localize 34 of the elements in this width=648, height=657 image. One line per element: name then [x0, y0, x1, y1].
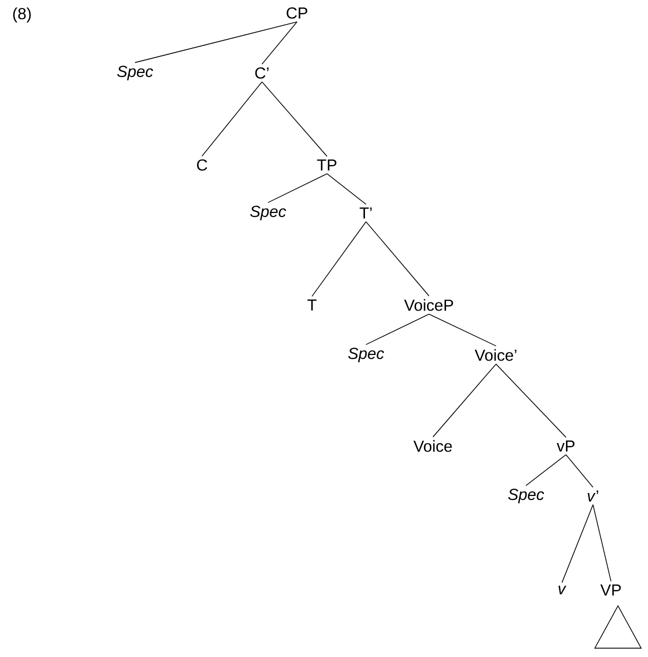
tree-label: CP [286, 7, 308, 19]
tree-label: v [558, 586, 566, 594]
tree-label: C [197, 159, 208, 171]
tree-label: Voice [413, 440, 452, 452]
tree-label: VoiceP [404, 299, 454, 311]
branch-line [432, 364, 496, 438]
example-number: (8) [13, 8, 31, 22]
tree-label: C’ [255, 67, 269, 79]
branch-line [262, 21, 298, 65]
branch-line [562, 504, 594, 583]
tree-label: Spec [117, 66, 154, 80]
branch-line [134, 21, 298, 63]
branch-line [496, 364, 566, 438]
branch-line [312, 221, 366, 297]
branch-line [268, 173, 328, 203]
branch-line [428, 314, 496, 346]
tree-label: Spec [348, 348, 384, 362]
tree-label: VP [600, 584, 621, 596]
branch-line [202, 81, 262, 157]
tree-label: Spec [250, 206, 286, 220]
branch-line [262, 81, 328, 157]
branch-line [566, 454, 594, 488]
branch-line [366, 314, 430, 345]
tree-label: vP [556, 440, 574, 452]
branch-line [366, 221, 430, 296]
tree-label: Voice’ [474, 349, 516, 361]
tree-label: TP [317, 160, 336, 171]
branch-line [592, 504, 612, 582]
tree-label: v’ [588, 490, 598, 502]
branch-line [526, 454, 566, 486]
tree-label: T’ [360, 208, 372, 218]
tree-label: Spec [508, 488, 544, 504]
tree-label: T [307, 300, 317, 310]
branch-line [326, 173, 366, 205]
